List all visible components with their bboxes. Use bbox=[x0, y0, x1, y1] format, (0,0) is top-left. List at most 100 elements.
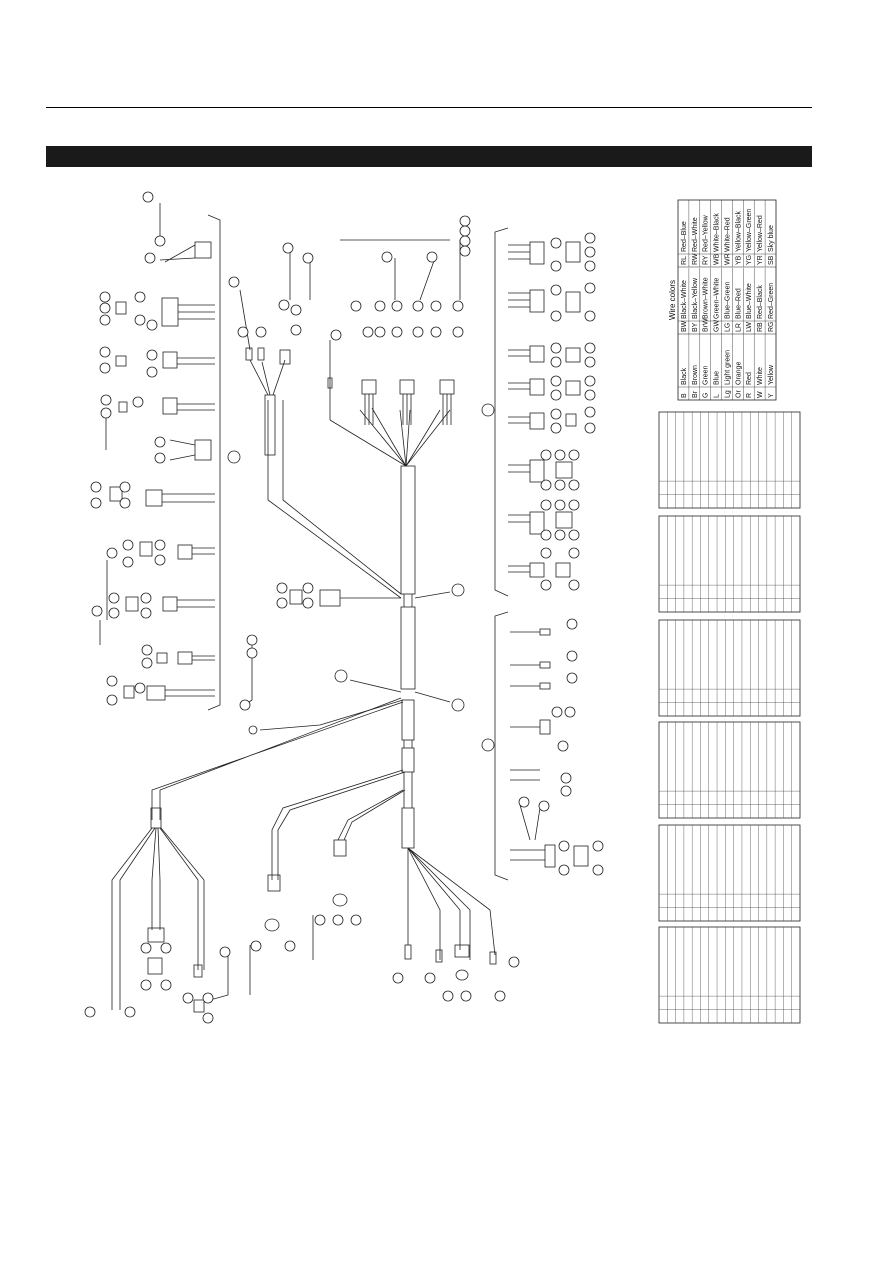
callout bbox=[154, 554, 166, 566]
callout bbox=[108, 592, 120, 604]
main-harness-trunk-tail bbox=[401, 747, 415, 773]
callout bbox=[106, 694, 118, 706]
callout bbox=[140, 592, 152, 604]
connector-lower-left-box bbox=[147, 927, 165, 943]
wire-color-name: Black–White bbox=[681, 280, 688, 319]
wire-color-name: White–Red bbox=[724, 217, 731, 252]
callout bbox=[284, 940, 296, 952]
callout bbox=[282, 242, 294, 254]
callout bbox=[459, 245, 471, 257]
wire-color-code: SB bbox=[768, 255, 775, 265]
callout bbox=[392, 972, 404, 984]
callout bbox=[108, 607, 120, 619]
callout bbox=[140, 607, 152, 619]
callout bbox=[558, 864, 570, 876]
wire-color-code: LG bbox=[724, 323, 731, 332]
callout bbox=[560, 772, 572, 784]
pin-table bbox=[658, 515, 801, 613]
callout bbox=[551, 706, 563, 718]
callout bbox=[374, 300, 386, 312]
callout bbox=[332, 914, 344, 926]
callout bbox=[334, 669, 348, 683]
callout bbox=[568, 499, 580, 511]
wire-color-name: Orange bbox=[735, 362, 742, 385]
wire-color-name: Black bbox=[681, 367, 688, 385]
callout bbox=[550, 310, 562, 322]
callout bbox=[540, 529, 552, 541]
callout bbox=[90, 481, 102, 493]
callout bbox=[182, 992, 194, 1004]
connector-bottom-round bbox=[455, 969, 469, 981]
callout bbox=[160, 979, 172, 991]
callout bbox=[134, 682, 146, 694]
callout bbox=[584, 375, 596, 387]
callout bbox=[122, 539, 134, 551]
wire-colors-legend: Wire colors BBlackBrBrownGGreenLBlueLgLi… bbox=[668, 199, 777, 401]
callout bbox=[592, 864, 604, 876]
wire-color-name: Red–Green bbox=[768, 283, 775, 319]
branch-lower-left-sleeve bbox=[150, 807, 162, 829]
callout bbox=[584, 406, 596, 418]
callout bbox=[554, 449, 566, 461]
callout bbox=[290, 324, 302, 336]
connector-lower-mid-b bbox=[333, 839, 347, 857]
callout bbox=[557, 740, 569, 752]
callout bbox=[451, 698, 465, 712]
callout bbox=[246, 647, 258, 659]
callout bbox=[141, 644, 153, 656]
wire-color-name: Light green bbox=[724, 350, 731, 385]
callout bbox=[219, 946, 231, 958]
callout bbox=[237, 326, 249, 338]
callout bbox=[100, 394, 112, 406]
wire-color-code: WB bbox=[714, 253, 721, 265]
callout bbox=[381, 251, 393, 263]
callout bbox=[106, 547, 118, 559]
callout bbox=[302, 252, 314, 264]
callout bbox=[119, 497, 131, 509]
callout bbox=[566, 618, 578, 630]
wire-color-code: BrW bbox=[703, 318, 710, 332]
callout bbox=[540, 547, 552, 559]
callout bbox=[154, 452, 166, 464]
callout bbox=[460, 990, 472, 1002]
wire-color-name: Red–Yellow bbox=[703, 214, 710, 252]
main-harness-trunk-upper bbox=[400, 465, 416, 595]
callout bbox=[550, 422, 562, 434]
callout bbox=[154, 436, 166, 448]
pin-table bbox=[658, 824, 801, 922]
callout bbox=[141, 657, 153, 669]
connector-r4 bbox=[539, 719, 551, 735]
callout bbox=[84, 1006, 96, 1018]
callout bbox=[278, 299, 290, 311]
callout bbox=[290, 304, 302, 316]
callout bbox=[412, 300, 424, 312]
wire-color-code: LR bbox=[735, 323, 742, 332]
callout bbox=[550, 342, 562, 354]
callout bbox=[106, 675, 118, 687]
connector-top-b bbox=[399, 379, 415, 395]
callout bbox=[459, 225, 471, 237]
callout bbox=[566, 650, 578, 662]
connector-bottom-small-a bbox=[404, 944, 412, 960]
callout bbox=[99, 314, 111, 326]
wire-color-code: W bbox=[757, 391, 764, 398]
wire-color-code: RG bbox=[768, 322, 775, 333]
callout bbox=[228, 276, 240, 288]
callout bbox=[132, 396, 144, 408]
callout bbox=[99, 362, 111, 374]
pin-table bbox=[658, 619, 801, 717]
wire-color-code: YR bbox=[757, 255, 764, 265]
callout-markers bbox=[84, 191, 604, 1024]
callout bbox=[124, 1006, 136, 1018]
main-harness-trunk-end bbox=[401, 807, 415, 849]
callout bbox=[430, 326, 442, 338]
wire-color-name: Brown–White bbox=[703, 277, 710, 319]
callout bbox=[227, 450, 241, 464]
callout bbox=[146, 349, 158, 361]
callout bbox=[246, 634, 258, 646]
connector-pin-tables bbox=[658, 411, 801, 1024]
wire-color-code: Y bbox=[768, 393, 775, 398]
title-bar bbox=[46, 146, 812, 167]
wire-color-code: RY bbox=[703, 255, 710, 265]
single-terminal-top bbox=[327, 377, 333, 389]
